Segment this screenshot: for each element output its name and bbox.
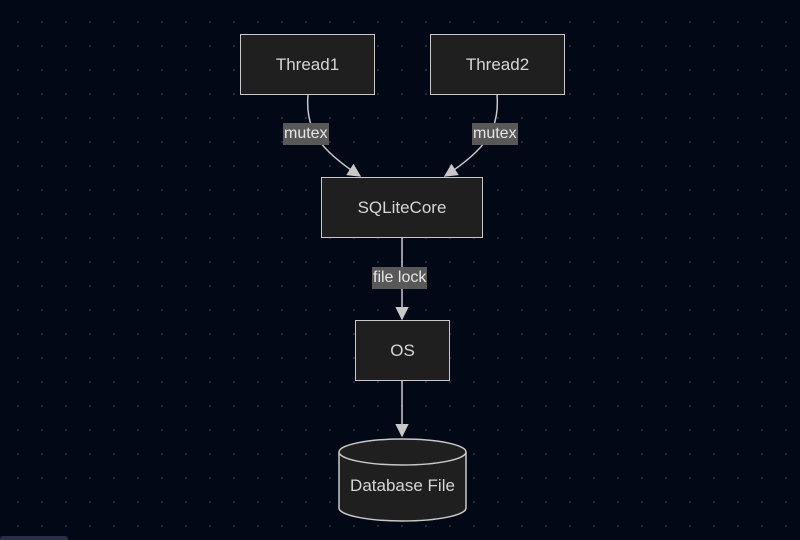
edge-label-file-lock: file lock [372,267,428,289]
edge-label-thread2-mutex: mutex [472,123,518,145]
node-thread2-label: Thread2 [465,54,530,74]
edge-label-thread1-mutex: mutex [283,123,329,145]
node-thread1-label: Thread1 [275,54,340,74]
node-thread2[interactable]: Thread2 [430,34,565,95]
node-database-file-label: Database File [350,476,455,495]
node-sqlitecore-label: SQLiteCore [357,197,447,217]
node-os-label: OS [390,340,415,360]
node-thread1[interactable]: Thread1 [240,34,375,95]
database-cylinder [338,438,467,522]
corner-tab [0,536,68,540]
node-os[interactable]: OS [355,320,450,381]
node-sqlitecore[interactable]: SQLiteCore [321,177,483,238]
